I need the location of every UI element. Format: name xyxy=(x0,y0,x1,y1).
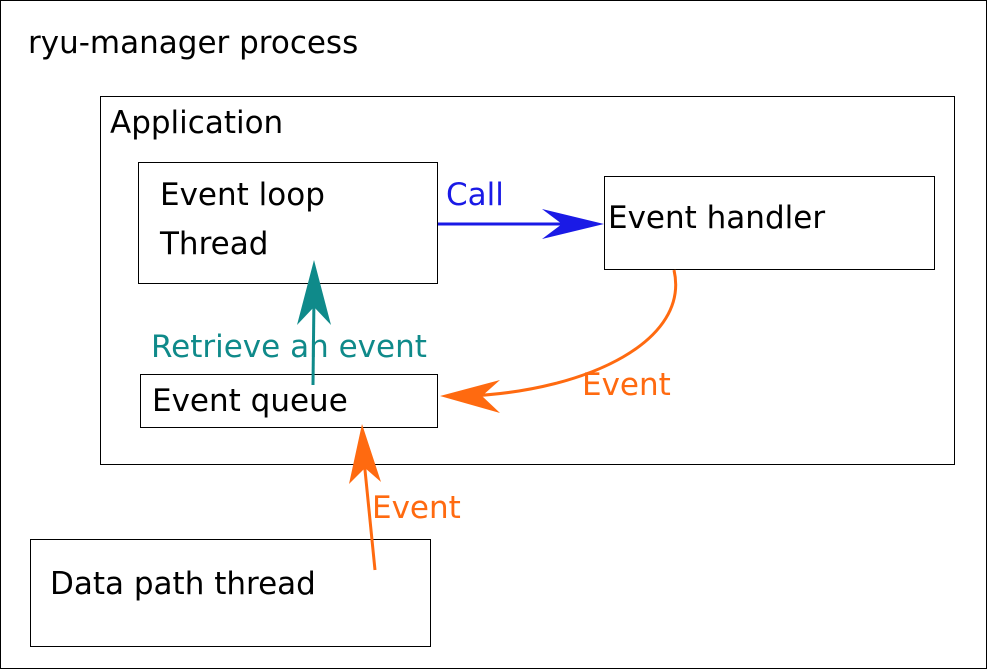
data-path-thread-box xyxy=(30,539,431,647)
handler-to-queue-event-arrow xyxy=(469,269,678,398)
event-handler-box xyxy=(604,176,935,270)
application-label: Application xyxy=(110,105,284,141)
datapath-event-label: Event xyxy=(372,490,461,526)
ryu-manager-process-label: ryu-manager process xyxy=(28,25,359,61)
datapath-to-queue-event-line xyxy=(362,459,377,571)
datapath-to-queue-arrowhead xyxy=(349,424,381,484)
retrieve-arrowhead xyxy=(297,260,331,325)
event-loop-label-line2: Thread xyxy=(160,226,269,262)
event-queue-box xyxy=(140,374,438,428)
event-handler-label: Event handler xyxy=(608,200,826,236)
handler-to-queue-arrowhead xyxy=(440,380,500,413)
handler-event-label: Event xyxy=(582,367,671,403)
event-queue-label: Event queue xyxy=(152,383,348,419)
retrieve-arrow-line xyxy=(311,294,316,386)
call-label: Call xyxy=(446,177,504,213)
call-arrowhead xyxy=(542,209,604,239)
event-loop-thread-box xyxy=(138,162,438,284)
data-path-thread-label: Data path thread xyxy=(50,566,316,602)
retrieve-event-label: Retrieve an event xyxy=(151,329,427,365)
application-box xyxy=(100,96,955,465)
event-loop-label-line1: Event loop xyxy=(160,177,325,213)
